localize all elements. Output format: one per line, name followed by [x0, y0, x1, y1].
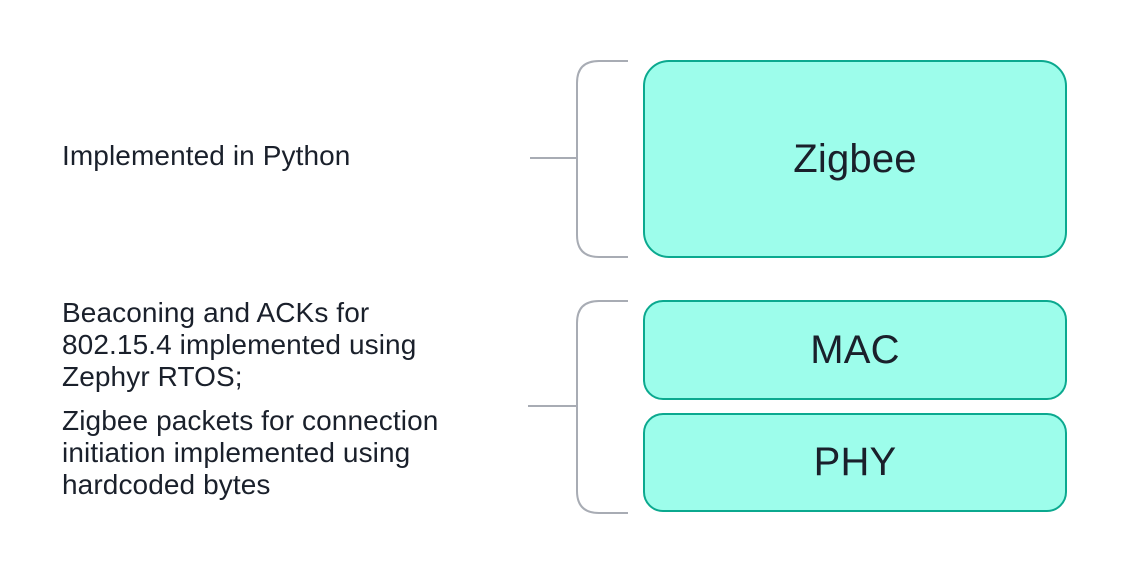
- annotation-mac-phy: Beaconing and ACKs for 802.15.4 implemen…: [62, 297, 542, 501]
- annotation-line: Implemented in Python: [62, 140, 351, 171]
- mac-box: MAC: [643, 300, 1067, 400]
- annotation-zigbee: Implemented in Python: [62, 140, 542, 172]
- annotation-paragraph: Beaconing and ACKs for 802.15.4 implemen…: [62, 297, 542, 393]
- phy-box: PHY: [643, 413, 1067, 512]
- annotation-line: 802.15.4 implemented using: [62, 329, 417, 360]
- zigbee-box-label: Zigbee: [793, 136, 917, 181]
- zigbee-box: Zigbee: [643, 60, 1067, 258]
- mac-box-label: MAC: [810, 327, 900, 372]
- annotation-line: Zigbee packets for connection: [62, 405, 439, 436]
- annotation-line: Beaconing and ACKs for: [62, 297, 370, 328]
- bracket-mac-phy: [576, 300, 628, 514]
- annotation-line: Zephyr RTOS;: [62, 361, 243, 392]
- annotation-line: initiation implemented using: [62, 437, 411, 468]
- annotation-line: hardcoded bytes: [62, 469, 271, 500]
- phy-box-label: PHY: [813, 440, 897, 484]
- annotation-paragraph: Zigbee packets for connection initiation…: [62, 405, 542, 501]
- bracket-zigbee: [576, 60, 628, 258]
- annotation-paragraph: Implemented in Python: [62, 140, 542, 172]
